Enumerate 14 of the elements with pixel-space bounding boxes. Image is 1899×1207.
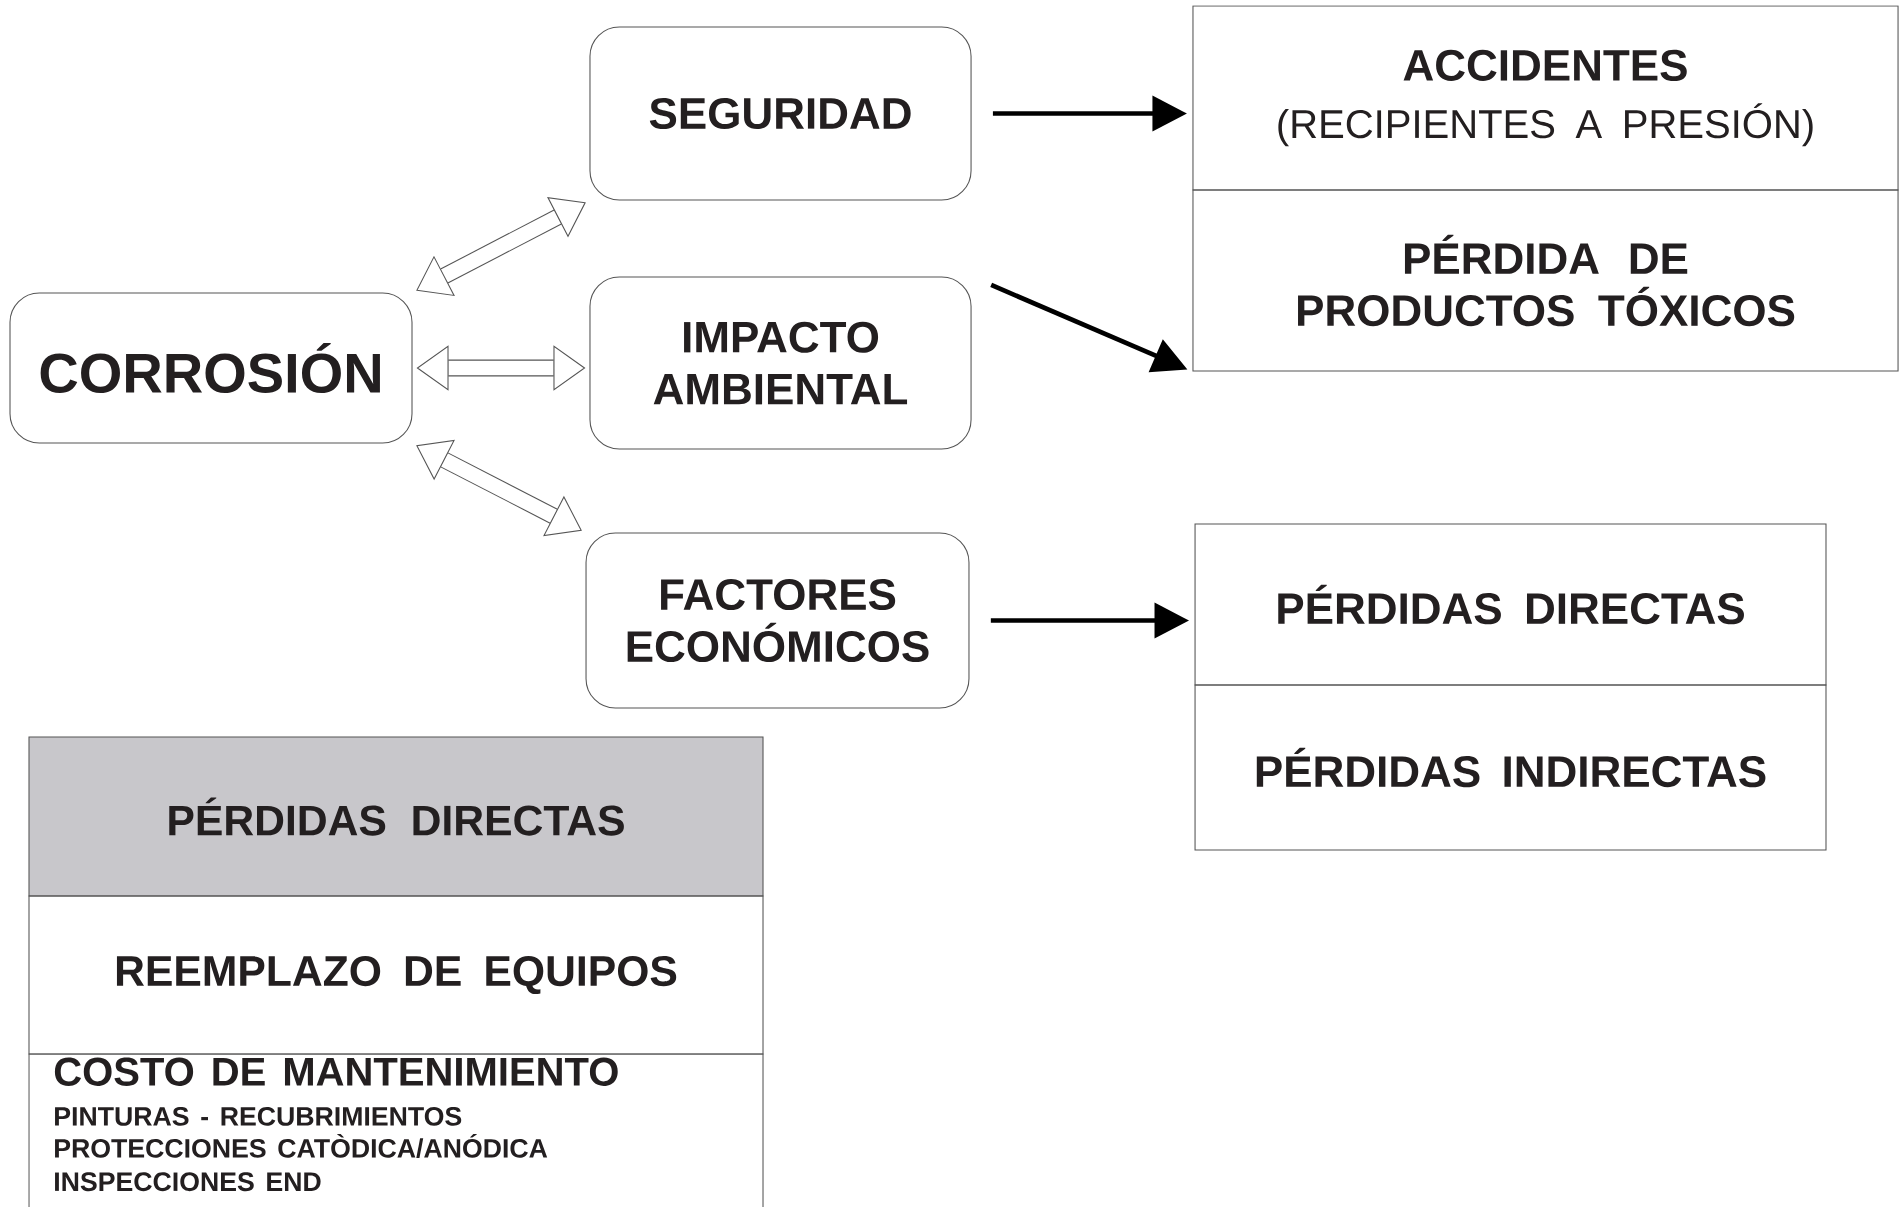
- table-cell: PÉRDIDA DE PRODUCTOS TÓXICOS: [1192, 189, 1899, 372]
- table-cell: PÉRDIDAS DIRECTAS: [1194, 523, 1827, 686]
- process-box: CORROSIÓN: [9, 292, 413, 444]
- table-cell: COSTO DE MANTENIMIENTO PINTURAS - RECUBRIMIENTOS PROTECCIONES CATÒDICA/ANÓDICA INSPECCIONES END: [28, 1053, 764, 1207]
- table-cell: ACCIDENTES (RECIPIENTES A PRESIÓN): [1192, 5, 1899, 191]
- arrow: [416, 439, 582, 537]
- header-cell: PÉRDIDAS DIRECTAS: [28, 736, 764, 897]
- arrow: [416, 345, 586, 391]
- table-cell: REEMPLAZO DE EQUIPOS: [28, 895, 764, 1055]
- process-box: IMPACTO AMBIENTAL: [589, 276, 972, 450]
- table-cell: PÉRDIDAS INDIRECTAS: [1194, 684, 1827, 851]
- arrow: [416, 196, 586, 297]
- process-box: FACTORES ECONÓMICOS: [585, 532, 970, 709]
- process-box: SEGURIDAD: [589, 26, 972, 201]
